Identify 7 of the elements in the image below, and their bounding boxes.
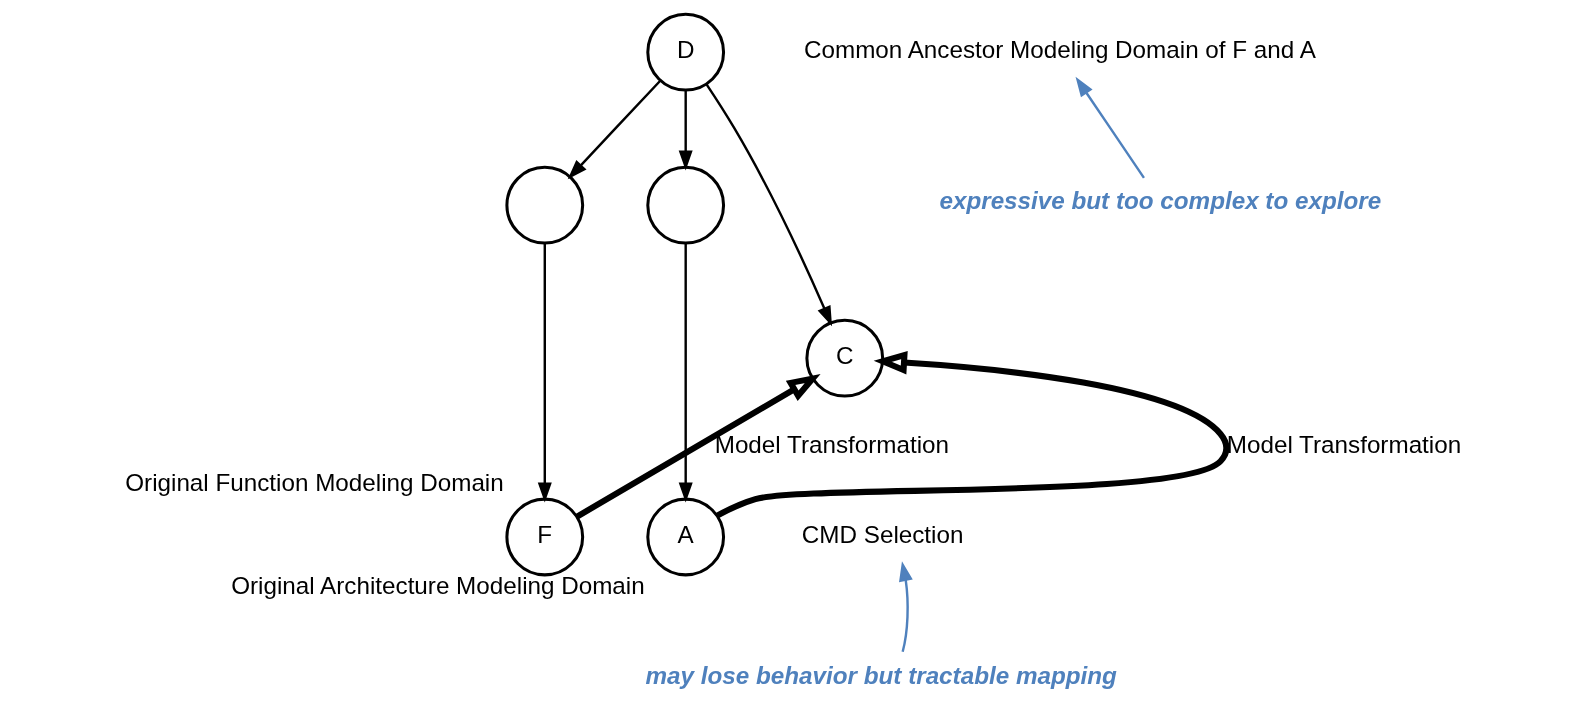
node-label: Original Function Modeling Domain	[125, 469, 504, 497]
edge-label: Model Transformation	[1226, 431, 1462, 459]
node-text: Common Ancestor Modeling Domain of F and A	[803, 35, 1316, 63]
node-text: expressive but too complex to explore	[939, 187, 1382, 215]
node-text: may lose behavior but tractable mapping	[645, 661, 1117, 689]
node-text: CMD Selection	[801, 520, 964, 548]
edge-label: Model Transformation	[714, 431, 950, 459]
